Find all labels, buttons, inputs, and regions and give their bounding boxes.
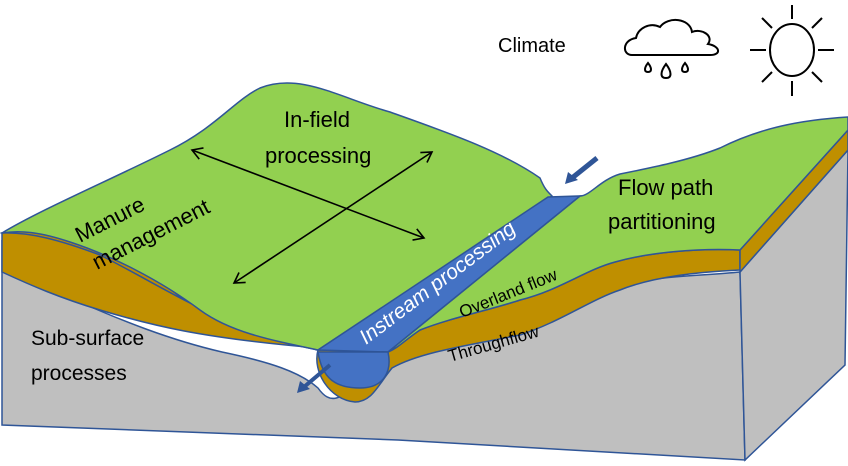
in-field-label-line1: In-field <box>284 107 350 132</box>
flow-path-label-line2: partitioning <box>608 209 716 234</box>
subsurface-label-line1: Sub-surface <box>31 327 144 350</box>
climate-label: Climate <box>498 35 566 57</box>
flow-path-label-line1: Flow path <box>618 175 713 200</box>
field-surface-right <box>387 116 848 353</box>
in-field-arrow-2 <box>232 151 434 284</box>
rain-cloud-icon <box>624 19 719 80</box>
in-field-label-line2: processing <box>265 143 371 168</box>
outflow-arrow-icon <box>297 363 332 393</box>
subsurface-label-line2: processes <box>31 362 127 385</box>
inflow-arrow-icon <box>565 156 599 184</box>
sun-icon <box>750 5 834 96</box>
